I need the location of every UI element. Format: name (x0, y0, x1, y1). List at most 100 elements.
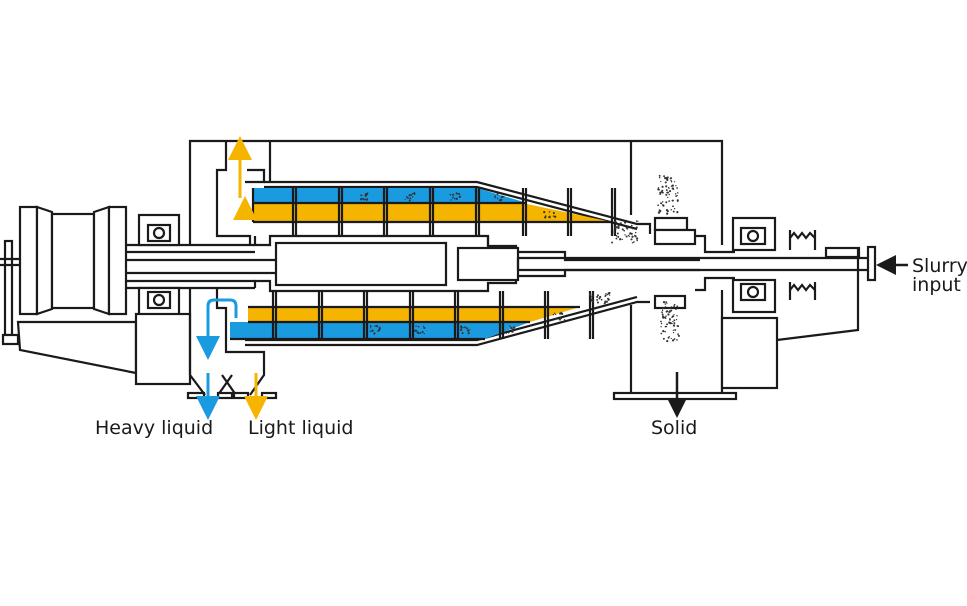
solid-particle (634, 231, 637, 234)
solid-particle (408, 199, 411, 202)
solid-particle (659, 193, 662, 195)
heavy-liquid-flow-arrow (196, 298, 238, 360)
solid-particle (511, 328, 514, 331)
base-frame-left (16, 320, 138, 375)
solid-particle (360, 194, 363, 197)
solid-particle (415, 325, 417, 327)
solid-particle (450, 199, 452, 201)
solid-particle (404, 198, 406, 200)
solid-particle (543, 210, 546, 214)
solid-particle (416, 331, 419, 334)
solid-particle (417, 325, 420, 328)
solid-particle (662, 301, 666, 304)
solid-particle (673, 322, 676, 325)
solid-particle (423, 333, 425, 335)
solid-particle (666, 212, 669, 215)
solid-particle (662, 204, 665, 207)
solid-particle (596, 298, 599, 301)
solid-particle (364, 193, 367, 196)
solid-particle (667, 196, 669, 199)
solid-particle (669, 318, 671, 321)
solid-particle (409, 197, 412, 200)
solid-particle (635, 226, 638, 229)
solid-particle (588, 293, 592, 296)
solid-particle (494, 197, 496, 199)
solid-particle (375, 325, 379, 328)
solid-particle (554, 317, 557, 320)
solid-particle (676, 315, 678, 317)
solid-particle (667, 186, 670, 189)
solid-particle (670, 209, 672, 211)
solid-particle (661, 315, 664, 317)
solid-particle (369, 325, 372, 327)
solid-particle (625, 226, 628, 229)
solid-particle (467, 332, 470, 335)
solid-particle (609, 294, 611, 296)
solid-particle (660, 332, 663, 335)
solid-particle (670, 181, 673, 183)
solid-particle (627, 234, 630, 237)
solid-particle (363, 198, 365, 201)
solid-particle (558, 318, 561, 321)
solid-particle (676, 339, 678, 341)
solid-particle (449, 193, 452, 196)
solid-particle (671, 339, 675, 342)
solid-particle (613, 233, 616, 235)
solid-particle (465, 327, 468, 330)
solid-particle (665, 209, 668, 212)
solid-particle (599, 295, 602, 299)
solid-particle (664, 330, 666, 333)
solid-particle (666, 340, 669, 343)
solid-particle (458, 192, 461, 195)
solid-particle (419, 332, 422, 334)
solid-particle (423, 326, 426, 330)
solid-particle (630, 238, 633, 241)
solid-particle (377, 329, 381, 332)
solid-particle (674, 329, 676, 331)
solid-particle (630, 224, 633, 227)
solid-particle (628, 235, 630, 238)
solid-particle (662, 314, 664, 316)
main-bearing-right (720, 216, 860, 390)
solid-particle (623, 229, 626, 232)
solid-particle (668, 307, 671, 310)
solid-particles (359, 174, 680, 343)
solid-particle (460, 327, 463, 329)
solid-particle (459, 325, 463, 328)
solid-particle (507, 331, 510, 334)
solid-particle (405, 196, 408, 198)
solid-particle (675, 308, 677, 310)
solid-particle (552, 215, 555, 217)
solid-particle (359, 198, 363, 201)
solid-particle (659, 209, 662, 212)
solid-particle (555, 313, 557, 316)
screw-conveyor (253, 234, 700, 293)
solid-particle (559, 312, 562, 315)
solid-particle (664, 181, 667, 184)
solid-particle (461, 332, 464, 335)
solid-particle (615, 221, 618, 224)
solid-particle (676, 305, 679, 308)
solid-particle (676, 194, 678, 197)
solid-particle (672, 329, 674, 331)
solid-particle (657, 204, 660, 207)
solid-particle (666, 323, 668, 326)
solid-particle (664, 306, 667, 308)
solid-particle (621, 228, 624, 231)
solid-particle (673, 181, 676, 183)
solid-particle (611, 241, 614, 244)
solid-particle (366, 198, 369, 201)
solid-particle (510, 326, 513, 329)
solid-particle (671, 184, 674, 187)
solid-particle (660, 202, 663, 205)
slurry-input-label-line2: input (912, 274, 961, 296)
solid-particle (496, 197, 499, 200)
solid-particle (374, 325, 376, 327)
solid-particle (665, 193, 668, 196)
solid-particle (635, 220, 638, 222)
solid-particle (658, 188, 660, 191)
solid-particle (548, 211, 551, 213)
solid-particle (629, 233, 631, 235)
solid-particle (616, 232, 619, 235)
solid-particle (670, 306, 673, 309)
